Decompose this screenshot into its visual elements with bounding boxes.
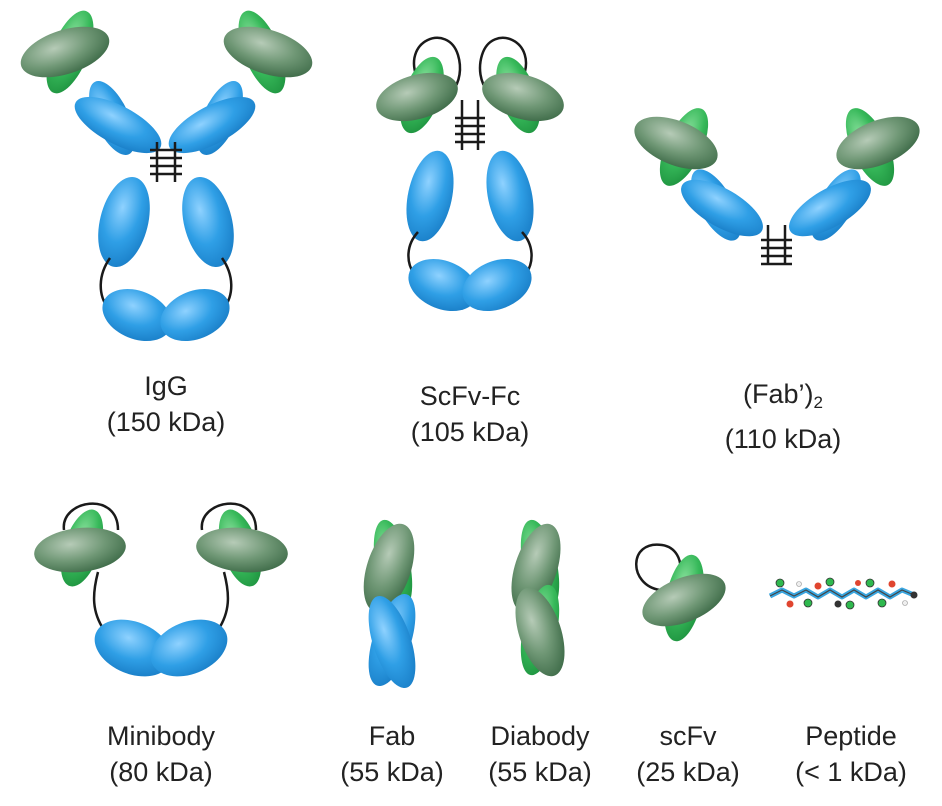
fab2-heavy-constant-right — [789, 179, 871, 237]
scfv-mass: (25 kDa) — [636, 757, 740, 787]
igg-heavy-variable-right — [223, 26, 313, 78]
minibody-ch3-right — [150, 619, 228, 677]
peptide-atom — [902, 600, 908, 606]
igg-mass: (150 kDa) — [106, 407, 226, 437]
peptide-atom — [845, 600, 855, 610]
igg-ch2-right — [182, 176, 234, 268]
scfv-fc-mass: (105 kDa) — [410, 417, 530, 447]
peptide-atom — [775, 578, 785, 588]
minibody-heavy-variable-right — [196, 527, 288, 573]
fab-name: Fab — [368, 721, 416, 751]
minibody-label: Minibody (80 kDa) — [81, 718, 241, 790]
minibody-name: Minibody — [106, 721, 216, 751]
igg-heavy-constant-left — [74, 96, 162, 154]
minibody-linker-loop-right — [200, 502, 258, 531]
peptide-atom — [825, 577, 835, 587]
scfv-fc-ch2-left — [406, 150, 454, 242]
scfv-linker-loop — [635, 543, 682, 592]
scfv-fc-ch3-right — [462, 258, 532, 312]
scfv-fc-name: ScFv-Fc — [419, 381, 521, 411]
diabody-name: Diabody — [490, 721, 590, 751]
scfv-fc-linker-loop-left — [412, 36, 462, 93]
igg-name: IgG — [144, 371, 188, 401]
peptide-name: Peptide — [805, 721, 897, 751]
peptide-atom — [814, 582, 822, 590]
diabody-label: Diabody (55 kDa) — [478, 718, 602, 790]
scfv-diagram — [635, 543, 726, 642]
peptide-atom — [877, 598, 887, 608]
igg-label: IgG (150 kDa) — [86, 368, 246, 440]
peptide-atom — [910, 591, 918, 599]
diabody-diagram — [511, 519, 565, 677]
scfv-fc-hinge-disulfide — [455, 100, 485, 150]
igg-heavy-variable-left — [20, 26, 110, 78]
igg-ch3-left — [102, 288, 172, 342]
scfv-fc-label: ScFv-Fc (105 kDa) — [385, 378, 555, 450]
fab2-subscript: 2 — [813, 393, 823, 412]
scfv-fc-linker-loop-right — [478, 36, 528, 93]
peptide-atom — [796, 581, 802, 587]
minibody-mass: (80 kDa) — [109, 757, 213, 787]
scfv-heavy-variable — [642, 573, 726, 627]
fab2-mass: (110 kDa) — [724, 424, 842, 454]
peptide-atom — [865, 578, 875, 588]
peptide-label: Peptide (< 1 kDa) — [776, 718, 926, 790]
scfv-fc-diagram — [376, 36, 564, 312]
peptide-atom — [786, 600, 794, 608]
minibody-linker-loop-left — [62, 502, 120, 531]
fab-diagram — [363, 519, 416, 689]
igg-diagram — [20, 10, 313, 342]
scfv-fc-ch3-left — [408, 258, 478, 312]
scfv-fc-ch2-right — [486, 150, 534, 242]
igg-ch3-right — [160, 288, 230, 342]
minibody-heavy-variable-left — [34, 527, 126, 573]
peptide-bonds — [769, 589, 915, 598]
scfv-fc-heavy-variable-right — [482, 72, 564, 122]
scfv-label: scFv (25 kDa) — [626, 718, 750, 790]
fab2-heavy-constant-left — [681, 179, 763, 237]
peptide-diagram — [768, 577, 918, 610]
fab2-name-line: (Fab’)2 — [698, 376, 868, 421]
fab2-label: (Fab’)2 (110 kDa) — [698, 376, 868, 457]
peptide-atom — [888, 580, 896, 588]
minibody-linker — [92, 571, 230, 631]
fab-heavy-constant — [368, 595, 416, 689]
igg-ch2-left — [98, 176, 150, 268]
scfv-fc-heavy-variable-left — [376, 72, 458, 122]
scfv-name: scFv — [659, 721, 717, 751]
diabody-heavy-variable-bottom — [515, 587, 565, 677]
minibody-diagram — [34, 502, 288, 677]
peptide-atoms — [775, 577, 918, 610]
fab2-heavy-variable-right — [836, 116, 920, 170]
peptide-atom — [834, 600, 842, 608]
fab2-hinge-disulfide — [761, 225, 792, 266]
fab2-name: (Fab’) — [743, 379, 814, 409]
diabody-mass: (55 kDa) — [488, 757, 592, 787]
fab2-diagram — [634, 108, 920, 266]
fab2-heavy-variable-left — [634, 116, 718, 170]
peptide-mass: (< 1 kDa) — [795, 757, 907, 787]
fab-heavy-variable — [363, 523, 415, 613]
fab-label: Fab (55 kDa) — [330, 718, 454, 790]
igg-heavy-constant-right — [168, 96, 256, 154]
fab-mass: (55 kDa) — [340, 757, 444, 787]
peptide-atom — [855, 580, 861, 586]
igg-hinge-disulfide — [150, 142, 182, 182]
peptide-atom — [803, 598, 813, 608]
